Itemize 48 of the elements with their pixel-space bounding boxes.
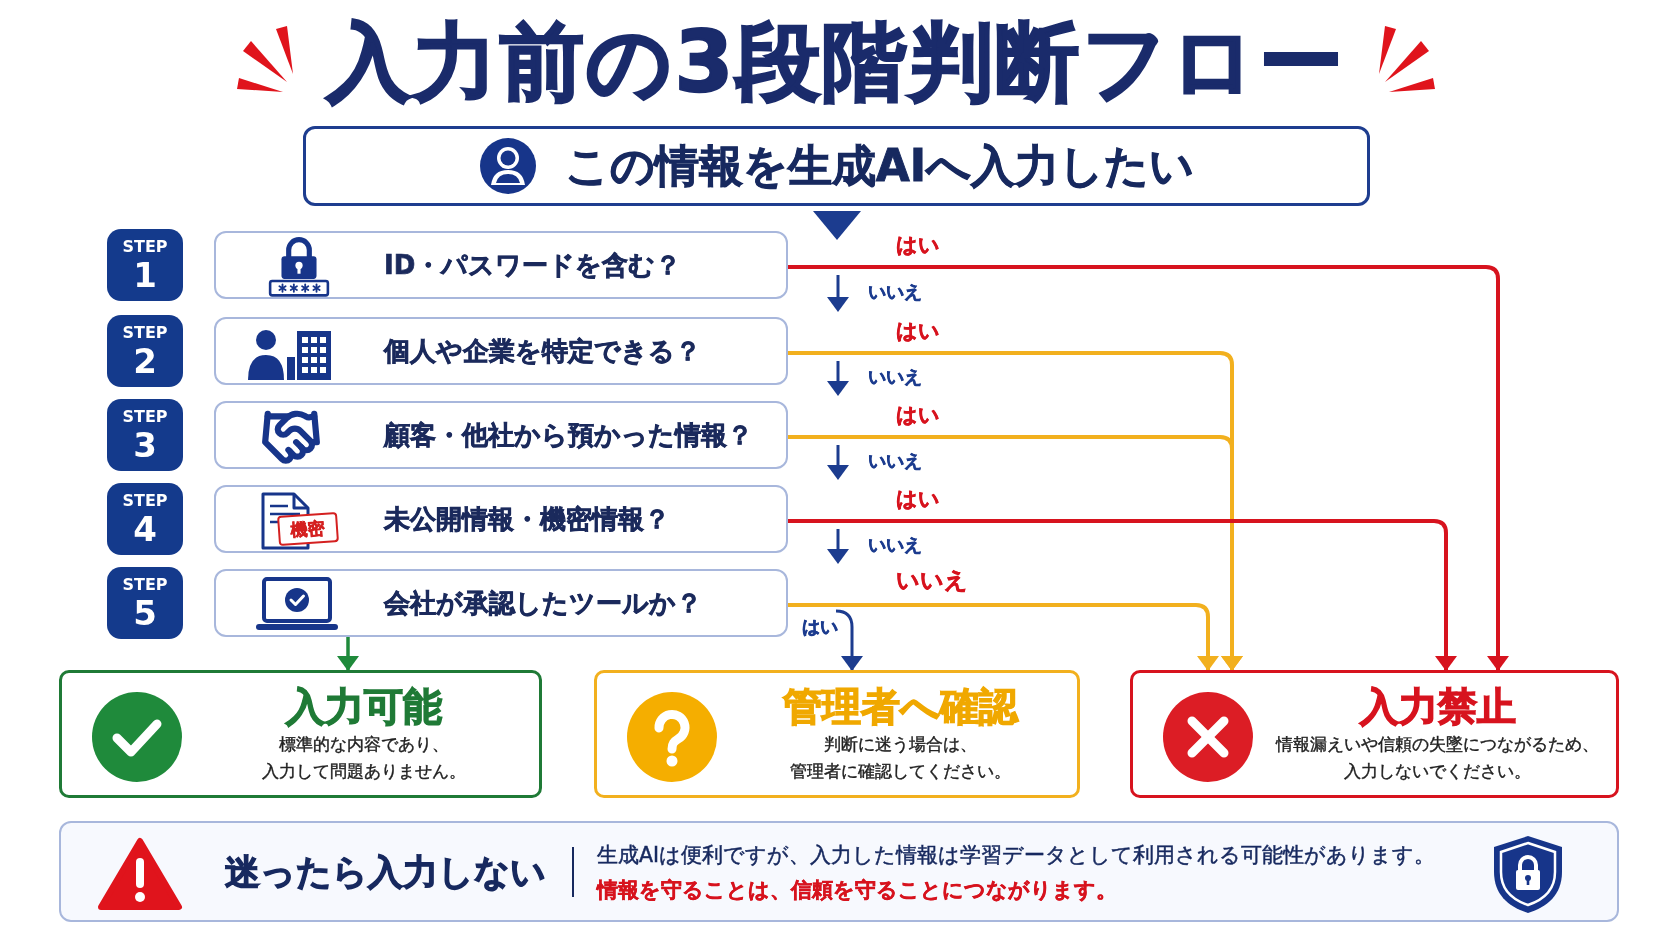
arrow: [788, 435, 1243, 671]
arrow: [337, 637, 359, 671]
step-badge: [107, 483, 183, 555]
arrow: [835, 609, 863, 671]
step-number: 5: [133, 595, 157, 630]
result-box: [594, 670, 1080, 798]
arrow: [788, 603, 1219, 671]
result-title: 入力可能: [285, 683, 442, 731]
step-badge: [107, 229, 183, 301]
step-label: STEP: [122, 576, 168, 593]
question-box: [214, 569, 788, 637]
question-text: ID・パスワードを含む？: [384, 248, 682, 282]
result-box: [1130, 670, 1619, 798]
step-number: 3: [133, 427, 157, 462]
step-badge: [107, 567, 183, 639]
step-number: 1: [133, 257, 157, 292]
start-box: [303, 126, 1370, 206]
banner-text: 生成AIは便利ですが、入力した情報は学習データとして利用される可能性があります。: [597, 842, 1436, 869]
step-badge: [107, 315, 183, 387]
result-description: 情報漏えいや信頼の失墜につながるため、入力しないでください。: [1274, 733, 1600, 783]
question-text: 未公開情報・機密情報？: [384, 502, 670, 536]
arrow: [788, 265, 1509, 671]
question-box: [214, 231, 788, 299]
question-text: 会社が承認したツールか？: [384, 586, 702, 620]
result-box: [59, 670, 542, 798]
confidential-stamp: 機密: [277, 511, 339, 547]
arrow: [788, 519, 1457, 671]
start-text: この情報を生成AIへ入力したい: [564, 144, 1195, 188]
step-number: 2: [133, 343, 157, 378]
question-box: [214, 485, 788, 553]
step-badge: [107, 399, 183, 471]
step-label: STEP: [122, 238, 168, 255]
result-title: 入力禁止: [1359, 683, 1516, 731]
question-box: [214, 317, 788, 385]
step-label: STEP: [122, 492, 168, 509]
step-number: 4: [133, 511, 157, 546]
result-description: 標準的な内容であり、入力して問題ありません。: [260, 733, 467, 783]
page-title: 入力前の3段階判断フロー: [326, 12, 1346, 112]
step-label: STEP: [122, 408, 168, 425]
warning-banner: [59, 821, 1619, 922]
result-title: 管理者へ確認: [782, 683, 1018, 731]
result-description: 判断に迷う場合は、管理者に確認してください。: [788, 733, 1012, 783]
question-text: 個人や企業を特定できる？: [384, 334, 701, 368]
question-text: 顧客・他社から預かった情報？: [384, 418, 753, 452]
banner-note: 情報を守ることは、信頼を守ることにつながります。: [597, 877, 1117, 904]
question-box: [214, 401, 788, 469]
step-label: STEP: [122, 324, 168, 341]
banner-heading: 迷ったら入力しない: [225, 850, 546, 894]
